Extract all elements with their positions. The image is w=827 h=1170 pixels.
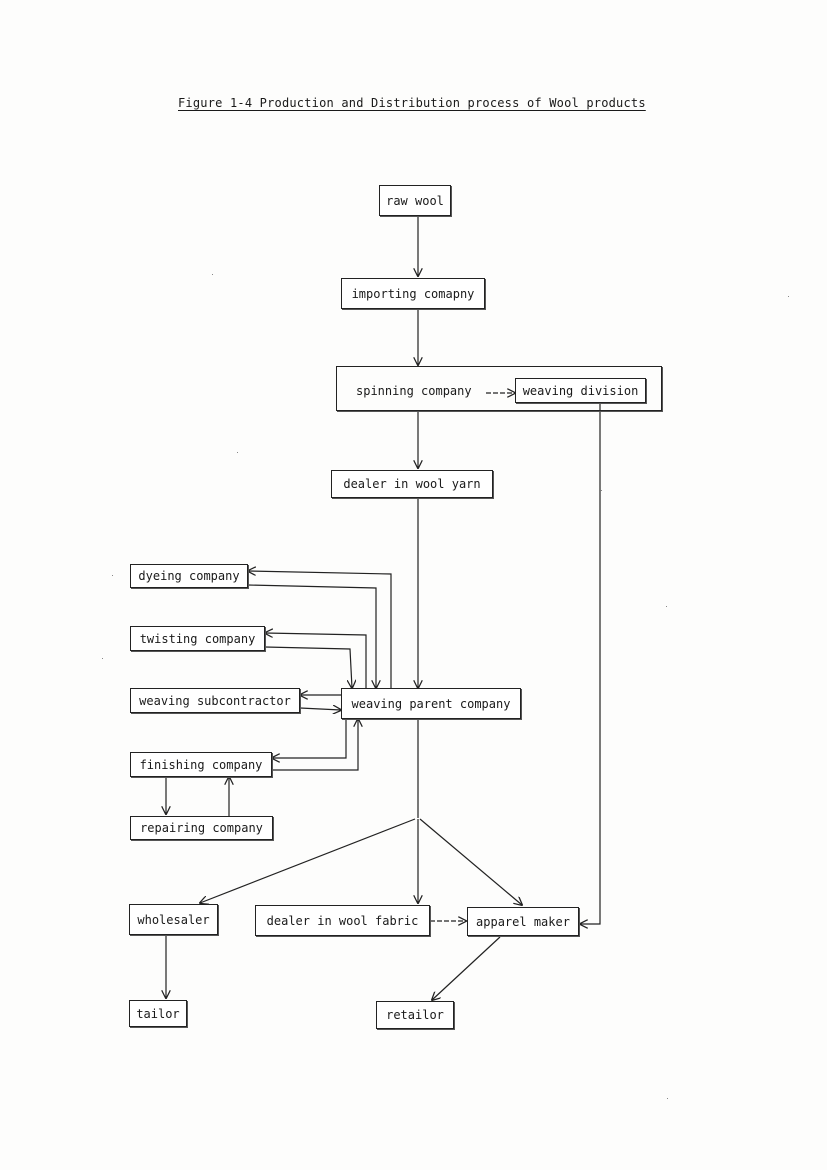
node-repairing-company: repairing company xyxy=(130,816,273,840)
node-importing-company-label: importing comapny xyxy=(351,286,475,301)
node-wholesaler: wholesaler xyxy=(129,904,218,935)
edge-subcontractor-to-parent xyxy=(299,708,341,710)
node-importing-company: importing comapny xyxy=(341,278,485,309)
node-dyeing-company-label: dyeing company xyxy=(138,569,240,583)
node-weaving-division: weaving division xyxy=(515,378,646,403)
edge-split-to-apparel-maker xyxy=(419,818,522,905)
node-weaving-parent-company-label: weaving parent company xyxy=(351,696,511,711)
edge-weaving-division-to-apparel-maker xyxy=(580,403,601,924)
node-dyeing-company: dyeing company xyxy=(130,564,248,588)
node-spinning-company-group xyxy=(336,366,662,411)
node-retailor-label: retailor xyxy=(386,1008,444,1022)
edge-parent-to-finishing xyxy=(272,719,347,758)
scan-speck xyxy=(102,658,103,659)
node-dealer-wool-yarn-label: dealer in wool yarn xyxy=(343,477,481,491)
node-weaving-division-label: weaving division xyxy=(522,383,639,398)
edge-dyeing-to-parent xyxy=(247,584,376,688)
scan-speck xyxy=(667,1098,668,1099)
node-retailor: retailor xyxy=(376,1001,454,1029)
node-finishing-company: finishing company xyxy=(130,752,272,777)
node-weaving-subcontractor-label: weaving subcontractor xyxy=(139,693,291,708)
node-dealer-wool-fabric-label: dealer in wool fabric xyxy=(266,913,419,928)
node-apparel-maker: apparel maker xyxy=(467,907,579,936)
scan-speck xyxy=(666,606,667,607)
scan-speck xyxy=(112,575,113,576)
node-twisting-company: twisting company xyxy=(130,626,265,651)
edge-parent-to-dyeing xyxy=(248,571,392,688)
scan-speck xyxy=(601,490,602,491)
node-weaving-parent-company: weaving parent company xyxy=(341,688,521,719)
node-raw-wool-label: raw wool xyxy=(386,193,444,208)
scan-speck xyxy=(212,274,213,275)
node-finishing-company-label: finishing company xyxy=(139,757,263,772)
edge-apparel-maker-to-retailor xyxy=(432,936,501,1000)
edge-split-to-wholesaler xyxy=(200,818,416,903)
node-tailor: tailor xyxy=(129,1000,187,1027)
node-spinning-company-label: spinning company xyxy=(356,384,472,398)
edge-twisting-to-parent xyxy=(264,646,352,688)
node-dealer-wool-yarn: dealer in wool yarn xyxy=(331,470,493,498)
figure-title: Figure 1-4 Production and Distribution p… xyxy=(178,96,646,110)
node-weaving-subcontractor: weaving subcontractor xyxy=(130,688,300,713)
node-wholesaler-label: wholesaler xyxy=(137,912,210,927)
edge-finishing-to-parent xyxy=(272,719,358,771)
scan-speck xyxy=(788,296,789,297)
node-apparel-maker-label: apparel maker xyxy=(476,914,570,929)
node-raw-wool: raw wool xyxy=(379,185,451,216)
node-repairing-company-label: repairing company xyxy=(140,821,263,835)
scan-speck xyxy=(237,452,238,453)
node-dealer-wool-fabric: dealer in wool fabric xyxy=(255,905,430,936)
node-tailor-label: tailor xyxy=(136,1006,180,1021)
node-twisting-company-label: twisting company xyxy=(139,631,256,646)
edge-parent-to-twisting xyxy=(265,633,367,688)
